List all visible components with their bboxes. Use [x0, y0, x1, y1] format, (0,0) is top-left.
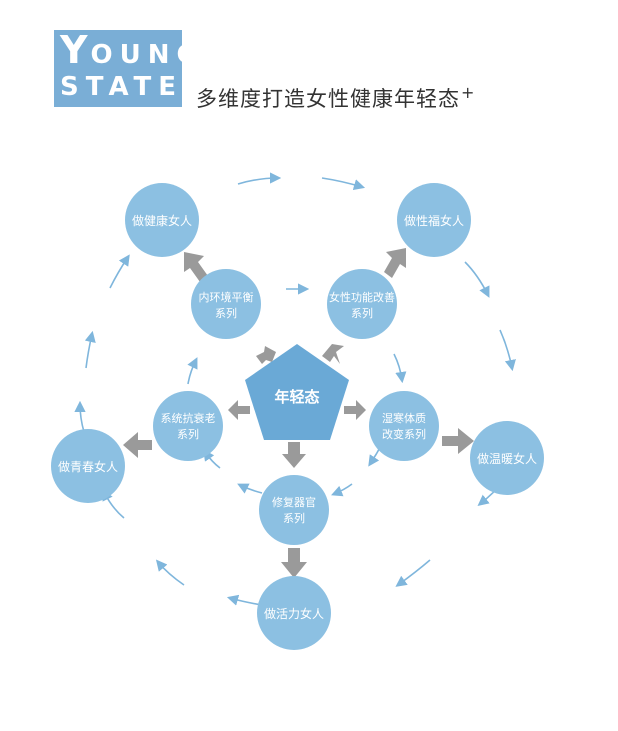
svg-text:改变系列: 改变系列 [382, 427, 426, 441]
svg-text:做性福女人: 做性福女人 [404, 213, 464, 228]
arrow-center-to-inner-env [256, 346, 276, 364]
svg-text:内环境平衡: 内环境平衡 [199, 290, 254, 304]
flow-arrow [187, 357, 198, 385]
flow-arrow [464, 261, 490, 298]
flow-arrow [84, 330, 96, 369]
svg-text:做健康女人: 做健康女人 [132, 213, 192, 228]
flow-arrow [109, 254, 130, 289]
series-damp-cold: 湿寒体质 改变系列 [369, 391, 439, 461]
flow-arrow [74, 400, 86, 433]
svg-text:系列: 系列 [351, 306, 373, 320]
logo-line-2: STATE [60, 72, 184, 102]
gray-arrows [123, 248, 474, 578]
series-female-func: 女性功能改善 系列 [327, 269, 397, 339]
svg-text:湿寒体质: 湿寒体质 [382, 411, 426, 425]
svg-text:系列: 系列 [177, 427, 199, 441]
arrow-center-to-damp-cold [344, 400, 366, 420]
flow-arrow [331, 483, 353, 497]
center-pentagon: 年轻态 [245, 344, 349, 440]
flow-arrow [237, 483, 263, 494]
svg-text:做活力女人: 做活力女人 [264, 606, 324, 621]
svg-text:做温暖女人: 做温暖女人 [477, 451, 537, 466]
outcome-vital: 做活力女人 [257, 576, 331, 650]
series-anti-aging: 系统抗衰老 系列 [153, 391, 223, 461]
flow-arrow [155, 559, 185, 586]
svg-text:系列: 系列 [283, 511, 305, 525]
arrow-inner-env-to-healthy [184, 252, 208, 282]
series-inner-env: 内环境平衡 系列 [191, 269, 261, 339]
svg-text:年轻态: 年轻态 [274, 388, 319, 406]
svg-text:修复器官: 修复器官 [272, 495, 316, 509]
flow-arrow [226, 594, 263, 606]
outcome-happy: 做性福女人 [397, 183, 471, 257]
outcome-warm: 做温暖女人 [470, 421, 544, 495]
young-state-logo: YOUNG STATE [54, 30, 198, 107]
arrow-center-to-anti-aging [228, 400, 250, 420]
arrow-center-to-organ [282, 442, 306, 468]
svg-text:系列: 系列 [215, 306, 237, 320]
flow-arrow [393, 353, 407, 384]
arrow-damp-cold-to-warm [442, 428, 474, 454]
logo-line-1: YOUNG [60, 28, 205, 72]
arrow-organ-to-vital [281, 548, 307, 578]
flow-arrow [321, 177, 366, 191]
arrow-center-to-female-func [322, 344, 344, 364]
svg-text:系统抗衰老: 系统抗衰老 [161, 411, 216, 425]
outcome-youthful: 做青春女人 [51, 429, 125, 503]
svg-text:做青春女人: 做青春女人 [58, 459, 118, 474]
outcome-healthy: 做健康女人 [125, 183, 199, 257]
svg-text:女性功能改善: 女性功能改善 [329, 290, 395, 304]
arrow-anti-aging-to-youthful [123, 432, 152, 458]
flow-arrow [499, 329, 516, 372]
flow-arrow [237, 172, 282, 185]
flow-arrow [395, 559, 431, 587]
page-title: 多维度打造女性健康年轻态+ [196, 83, 476, 111]
series-organ-repair: 修复器官 系列 [259, 475, 329, 545]
arrow-female-func-to-happy [384, 248, 406, 278]
